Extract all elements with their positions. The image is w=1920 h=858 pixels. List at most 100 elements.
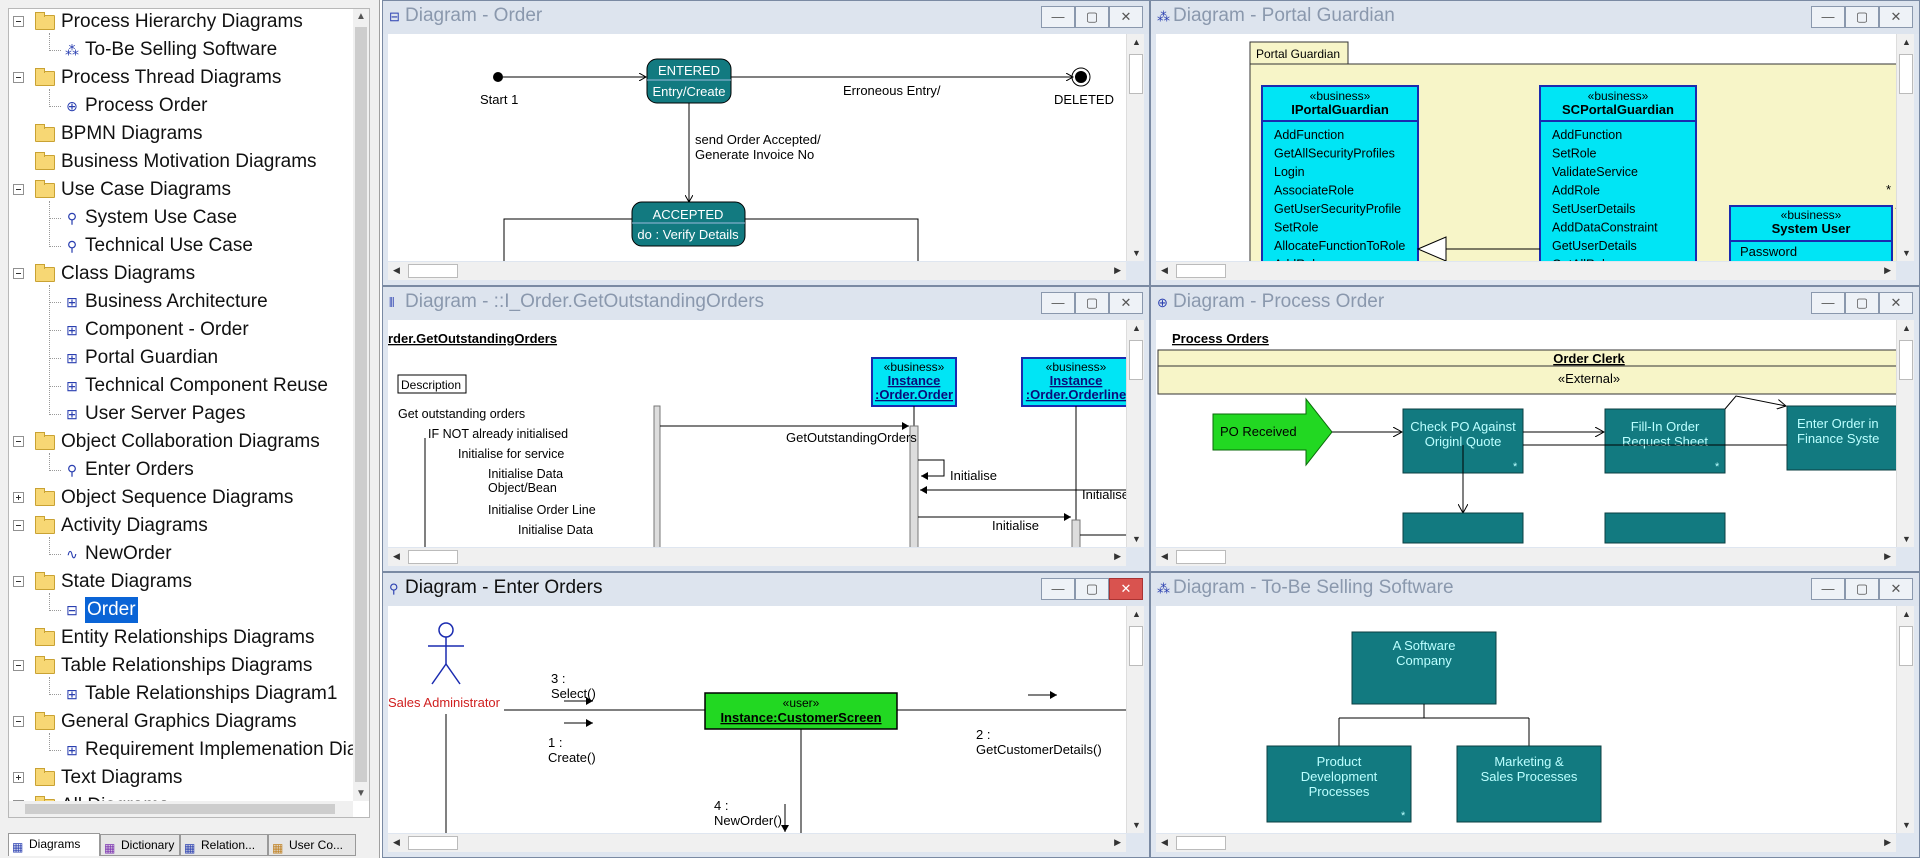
class-system-user[interactable]: «business» System User Password [1729,205,1893,261]
scroll-down-icon[interactable]: ▼ [1902,248,1911,258]
tree-item[interactable]: ⊞Technical Component Reuse [9,373,353,399]
scroll-left-icon[interactable]: ◀ [393,837,400,847]
tree-item[interactable]: ⊞Table Relationships Diagram1 [9,681,353,707]
scroll-down-icon[interactable]: ▼ [1132,248,1141,258]
scroll-thumb[interactable] [1129,54,1143,94]
diagram-canvas[interactable]: Start 1 ENTERED Entry/Create Erroneous E… [388,34,1144,261]
tree-folder[interactable]: Class Diagrams [9,261,353,287]
tree-folder[interactable]: Table Relationships Diagrams [9,653,353,679]
collapse-icon[interactable] [13,576,24,587]
vertical-scrollbar[interactable]: ▲▼ [1126,34,1144,261]
tree-item[interactable]: ⚲System Use Case [9,205,353,231]
horizontal-scrollbar[interactable]: ◀▶ [1156,262,1896,280]
scroll-thumb[interactable] [408,264,458,278]
scroll-down-icon[interactable]: ▼ [356,788,366,799]
window-titlebar[interactable]: ⚲ Diagram - Enter Orders —▢✕ [383,573,1149,606]
process-box[interactable] [1402,512,1524,544]
tree-folder[interactable]: Use Case Diagrams [9,177,353,203]
horizontal-scrollbar[interactable]: ◀▶ [388,262,1126,280]
scroll-thumb[interactable] [1899,626,1913,666]
scroll-down-icon[interactable]: ▼ [1902,534,1911,544]
process-enter-order-finance[interactable]: Enter Order in Finance Syste [1786,405,1914,471]
minimize-icon[interactable]: — [1041,578,1075,600]
scroll-thumb[interactable] [1176,836,1226,850]
collapse-icon[interactable] [13,436,24,447]
window-diagram-portal-guardian[interactable]: ⁂ Diagram - Portal Guardian —▢✕ Portal G… [1150,0,1920,286]
diagram-canvas[interactable]: Process Orders Order Clerk «External» PO… [1156,320,1914,547]
scroll-up-icon[interactable]: ▲ [356,11,366,22]
vertical-scrollbar[interactable]: ▲▼ [1896,320,1914,547]
window-diagram-to-be-selling-software[interactable]: ⁂ Diagram - To-Be Selling Software —▢✕ A… [1150,572,1920,858]
scroll-right-icon[interactable]: ▶ [1884,837,1891,847]
horizontal-scrollbar[interactable]: ◀▶ [1156,834,1896,852]
scroll-thumb[interactable] [1176,264,1226,278]
scroll-left-icon[interactable]: ◀ [1161,837,1168,847]
minimize-icon[interactable]: — [1811,578,1845,600]
scroll-up-icon[interactable]: ▲ [1132,609,1141,619]
scroll-right-icon[interactable]: ▶ [1114,837,1121,847]
tree-item[interactable]: ⊞Business Architecture [9,289,353,315]
tab-userco[interactable]: ▦User Co... [268,834,356,856]
class-iportalguardian[interactable]: «business» IPortalGuardian AddFunctionGe… [1261,85,1419,261]
diagram-canvas[interactable]: rder.GetOutstandingOrders Description Ge… [388,320,1144,547]
horizontal-scrollbar[interactable]: ◀▶ [388,834,1126,852]
lifeline-order[interactable]: «business» Instance :Order.Order [871,357,957,407]
tree-horizontal-scrollbar[interactable] [9,801,353,817]
minimize-icon[interactable]: — [1041,6,1075,28]
window-titlebar[interactable]: ⫴ Diagram - ::I_Order.GetOutstandingOrde… [383,287,1149,320]
scroll-up-icon[interactable]: ▲ [1132,323,1141,333]
expand-icon[interactable] [13,492,24,503]
tree-item[interactable]: ⊟Order [9,597,353,623]
vertical-scrollbar[interactable]: ▲▼ [1126,606,1144,833]
scroll-thumb[interactable] [408,550,458,564]
scroll-thumb[interactable] [408,836,458,850]
scroll-down-icon[interactable]: ▼ [1902,820,1911,830]
collapse-icon[interactable] [13,716,24,727]
tree-item[interactable]: ⊞Portal Guardian [9,345,353,371]
tab-dictionary[interactable]: ▦Dictionary [100,834,180,856]
lifeline-orderline[interactable]: «business» Instance :Order.Orderline [1021,357,1131,407]
maximize-icon[interactable]: ▢ [1075,578,1109,600]
swimlane-order-clerk[interactable] [1157,349,1914,395]
state-accepted[interactable] [631,201,746,247]
tab-diagrams[interactable]: ▦Diagrams [8,833,100,856]
window-diagram-order[interactable]: ⊟ Diagram - Order —▢✕ Start 1 ENTERED En… [382,0,1150,286]
process-software-company[interactable]: A Software Company [1351,631,1497,705]
tree-item[interactable]: ⁂To-Be Selling Software [9,37,353,63]
tree-item[interactable]: ∿NewOrder [9,541,353,567]
close-icon[interactable]: ✕ [1109,578,1143,600]
window-titlebar[interactable]: ⁂ Diagram - Portal Guardian —▢✕ [1151,1,1919,34]
scroll-up-icon[interactable]: ▲ [1902,37,1911,47]
tree-folder[interactable]: Process Hierarchy Diagrams [9,9,353,35]
maximize-icon[interactable]: ▢ [1075,6,1109,28]
window-titlebar[interactable]: ⊟ Diagram - Order —▢✕ [383,1,1149,34]
minimize-icon[interactable]: — [1811,292,1845,314]
diagram-canvas[interactable]: Sales Administrator 3 : Select() 1 : Cre… [388,606,1144,833]
window-diagram-enter-orders[interactable]: ⚲ Diagram - Enter Orders —▢✕ Sales Admin… [382,572,1150,858]
scroll-right-icon[interactable]: ▶ [1114,265,1121,275]
window-diagram-get-outstanding-orders[interactable]: ⫴ Diagram - ::I_Order.GetOutstandingOrde… [382,286,1150,572]
diagram-canvas[interactable]: A Software Company Product Development P… [1156,606,1914,833]
scroll-left-icon[interactable]: ◀ [1161,265,1168,275]
scroll-left-icon[interactable]: ◀ [393,551,400,561]
tree-folder[interactable]: Process Thread Diagrams [9,65,353,91]
scroll-left-icon[interactable]: ◀ [393,265,400,275]
final-state[interactable] [1075,71,1087,83]
collapse-icon[interactable] [13,660,24,671]
tab-relation[interactable]: ▦Relation... [180,834,268,856]
scroll-thumb[interactable] [1899,340,1913,380]
diagram-canvas[interactable]: Portal Guardian «business» IPortalGuardi… [1156,34,1914,261]
window-diagram-process-order[interactable]: ⊕ Diagram - Process Order —▢✕ Process Or… [1150,286,1920,572]
process-fill-in-order[interactable]: Fill-In Order Request Sheet * [1604,408,1726,474]
close-icon[interactable]: ✕ [1879,578,1913,600]
diagram-tree[interactable]: Process Hierarchy Diagrams⁂To-Be Selling… [8,8,370,818]
scroll-left-icon[interactable]: ◀ [1161,551,1168,561]
scroll-thumb[interactable] [1129,626,1143,666]
vertical-scrollbar[interactable]: ▲▼ [1896,34,1914,261]
minimize-icon[interactable]: — [1811,6,1845,28]
scroll-down-icon[interactable]: ▼ [1132,534,1141,544]
scroll-right-icon[interactable]: ▶ [1884,265,1891,275]
collapse-icon[interactable] [13,184,24,195]
minimize-icon[interactable]: — [1041,292,1075,314]
horizontal-scrollbar[interactable]: ◀▶ [388,548,1126,566]
